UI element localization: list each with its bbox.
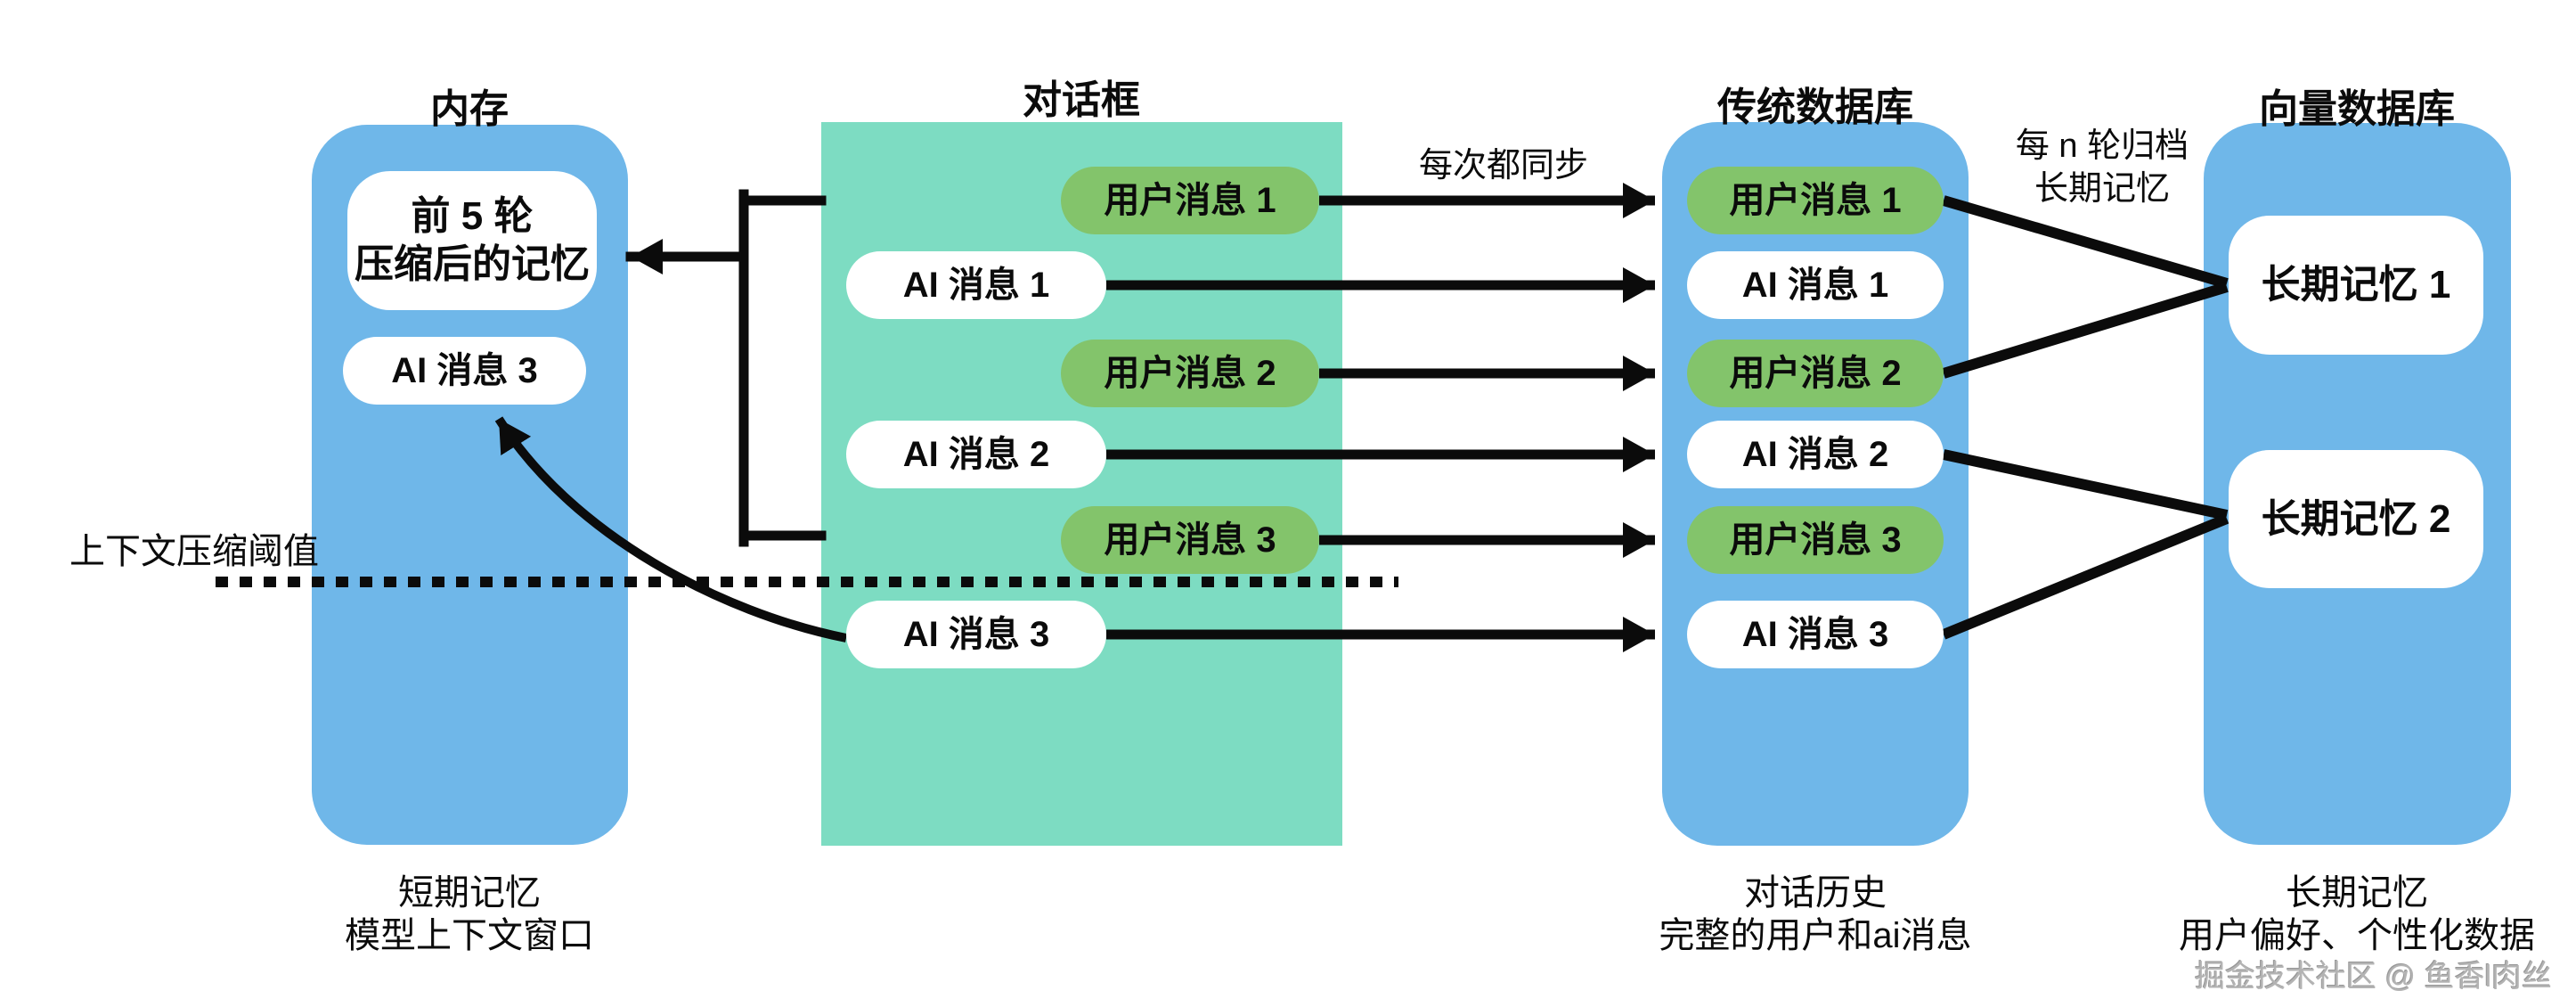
archive-label-line2: 长期记忆 <box>2034 170 2170 208</box>
db-footer: 对话历史 完整的用户和ai消息 <box>1530 872 2100 957</box>
archive-lines <box>1941 195 2230 640</box>
compressed-memory-line1: 前 5 轮 <box>411 194 534 238</box>
vector-footer-line2: 用户偏好、个性化数据 <box>2179 916 2535 955</box>
memory-footer: 短期记忆 模型上下文窗口 <box>184 872 754 957</box>
db-user-msg1-pill: 用户消息 1 <box>1687 167 1944 234</box>
carry-over-curve-arrow <box>494 416 847 643</box>
archive-label-line1: 每 n 轮归档 <box>2015 127 2189 165</box>
dialog-user-msg2-pill: 用户消息 2 <box>1061 340 1319 407</box>
dialog-title: 对话框 <box>1023 78 1140 122</box>
archive-line-user1 <box>1942 195 2229 289</box>
memory-footer-line1: 短期记忆 <box>398 873 541 913</box>
archive-line-ai2 <box>1942 449 2229 520</box>
dialog-ai-msg2-pill: AI 消息 2 <box>846 421 1106 488</box>
compressed-memory-line2: 压缩后的记忆 <box>355 242 590 286</box>
db-ai-msg3-pill: AI 消息 3 <box>1687 601 1944 668</box>
threshold-label: 上下文压缩阈值 <box>69 532 319 571</box>
dialog-ai-msg3-pill: AI 消息 3 <box>846 601 1106 668</box>
memory-title: 内存 <box>430 87 509 131</box>
sync-label: 每次都同步 <box>1418 147 1588 184</box>
long-term-memory2-card: 长期记忆 2 <box>2229 450 2483 588</box>
dialog-ai-msg1-pill: AI 消息 1 <box>846 251 1106 319</box>
archive-line-user2 <box>1942 282 2229 379</box>
watermark: 掘金技术社区 @ 鱼香l肉丝 <box>2195 960 2552 994</box>
dialog-user-msg3-pill: 用户消息 3 <box>1061 506 1319 574</box>
db-user-msg2-pill: 用户消息 2 <box>1687 340 1944 407</box>
traditional-db-title: 传统数据库 <box>1717 86 1913 129</box>
archive-line-ai3 <box>1941 513 2230 640</box>
vector-footer-line1: 长期记忆 <box>2286 873 2428 913</box>
db-footer-line2: 完整的用户和ai消息 <box>1659 916 1972 955</box>
compression-bracket <box>625 189 827 547</box>
compressed-memory-card: 前 5 轮 压缩后的记忆 <box>347 171 597 310</box>
db-user-msg3-pill: 用户消息 3 <box>1687 506 1944 574</box>
db-footer-line1: 对话历史 <box>1744 873 1887 913</box>
dialog-user-msg1-pill: 用户消息 1 <box>1061 167 1319 234</box>
db-ai-msg1-pill: AI 消息 1 <box>1687 251 1944 319</box>
vector-footer: 长期记忆 用户偏好、个性化数据 <box>2072 872 2576 957</box>
sync-arrows <box>1106 183 1655 652</box>
archive-label: 每 n 轮归档 长期记忆 <box>1924 125 2280 210</box>
vector-db-title: 向量数据库 <box>2259 87 2455 131</box>
db-ai-msg2-pill: AI 消息 2 <box>1687 421 1944 488</box>
memory-ai-msg3-pill: AI 消息 3 <box>343 337 586 405</box>
memory-footer-line2: 模型上下文窗口 <box>345 916 594 955</box>
long-term-memory1-card: 长期记忆 1 <box>2229 216 2483 355</box>
